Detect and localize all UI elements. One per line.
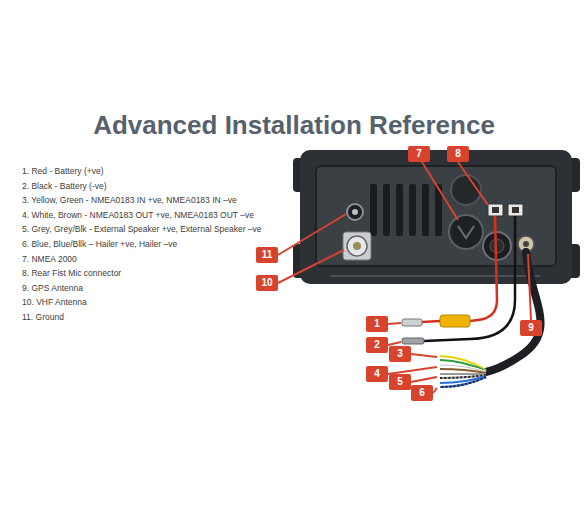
illustration-part <box>512 207 519 213</box>
legend-list-item: 11. Ground <box>22 312 64 322</box>
illustration-part <box>492 207 499 213</box>
page-title: Advanced Installation Reference <box>0 110 588 141</box>
illustration-part <box>528 254 531 320</box>
illustration-part <box>433 388 437 393</box>
illustration-part <box>347 204 363 220</box>
illustration-part <box>488 204 503 216</box>
illustration-part <box>343 232 371 260</box>
callout-number: 7 <box>408 146 430 162</box>
illustration-part <box>440 377 486 387</box>
illustration-part <box>440 365 486 372</box>
illustration-part <box>422 162 458 220</box>
callout-number: 5 <box>389 374 411 390</box>
callout-number: 1 <box>366 316 388 332</box>
illustration-part <box>402 319 422 326</box>
callout-number: 10 <box>256 275 278 291</box>
illustration-part <box>422 321 440 322</box>
illustration-part <box>353 242 361 250</box>
illustration-part <box>278 162 531 393</box>
illustration-part <box>449 215 483 249</box>
illustration-part <box>370 184 377 236</box>
callout-number: 11 <box>256 247 278 263</box>
legend-list-item: 1. Red - Battery (+ve) <box>22 166 104 176</box>
illustration-part <box>388 342 401 345</box>
illustration-part <box>388 367 437 374</box>
illustration-part <box>422 184 429 236</box>
illustration-part <box>440 377 486 387</box>
callout-number: 8 <box>447 146 469 162</box>
illustration-part <box>458 226 474 238</box>
callout-number: 6 <box>411 385 433 401</box>
legend-list-item: 8. Rear Fist Mic connector <box>22 268 121 278</box>
illustration-part <box>347 236 367 256</box>
illustration-part <box>411 377 437 382</box>
illustration-part <box>508 204 523 216</box>
legend-list-item: 5. Grey, Grey/Blk - External Speaker +ve… <box>22 224 262 234</box>
illustration-part <box>352 209 358 215</box>
illustration-part <box>402 338 424 344</box>
legend-list-item: 7. NMEA 2000 <box>22 254 77 264</box>
illustration-part <box>388 323 401 324</box>
illustration-part <box>396 184 403 236</box>
illustration-part <box>411 354 437 357</box>
illustration-part <box>383 184 390 236</box>
legend-list-item: 6. Blue, Blue/Bllk – Hailer +ve, Hailer … <box>22 239 177 249</box>
callout-number: 2 <box>366 337 388 353</box>
illustration-part <box>424 216 515 341</box>
illustration-part <box>409 184 416 236</box>
illustration-part <box>470 216 497 321</box>
illustration-part <box>278 214 346 255</box>
callout-number: 3 <box>389 346 411 362</box>
illustration-part <box>440 369 486 373</box>
legend-list-item: 3. Yellow, Green - NMEA0183 IN +ve, NMEA… <box>22 195 237 205</box>
callout-number: 4 <box>366 366 388 382</box>
illustration-part <box>316 166 556 266</box>
legend-list-item: 4. White, Brown - NMEA0183 OUT +ve, NMEA… <box>22 210 254 220</box>
illustration-part <box>330 275 540 277</box>
illustration-part <box>278 250 344 283</box>
legend-list-item: 10. VHF Antenna <box>22 297 87 307</box>
illustration-part <box>523 241 529 247</box>
illustration-part <box>440 365 486 372</box>
legend-list-item: 2. Black - Battery (-ve) <box>22 181 107 191</box>
illustration-part <box>458 162 488 205</box>
illustration-part <box>440 373 486 375</box>
illustration-part <box>440 315 470 327</box>
callout-number: 9 <box>520 320 542 336</box>
legend-list-item: 9. GPS Antenna <box>22 283 83 293</box>
illustration-part <box>440 356 486 370</box>
